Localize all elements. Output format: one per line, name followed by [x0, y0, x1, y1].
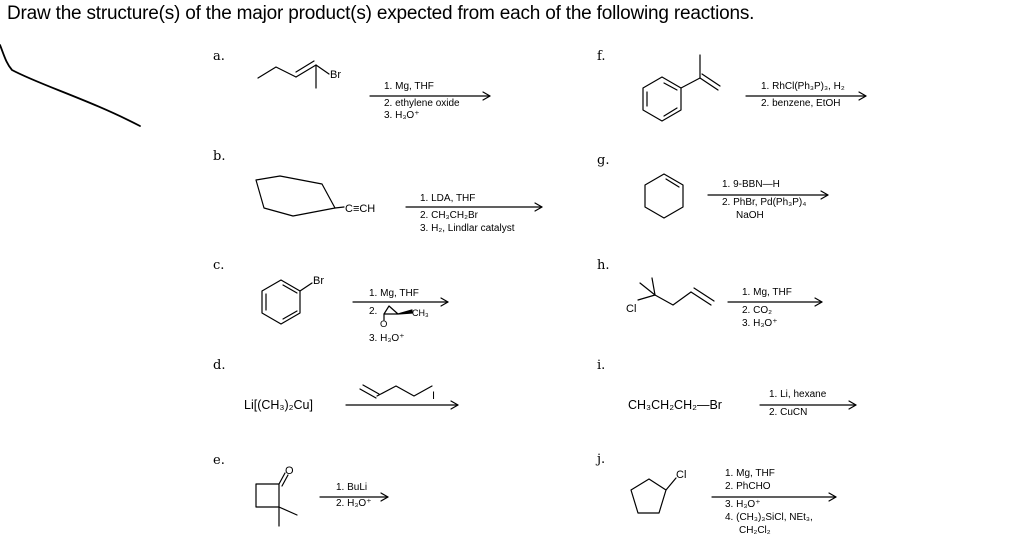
problem-c-letter: c.: [213, 258, 225, 273]
problem-i-condition-1: 1. Li, hexane: [769, 389, 827, 400]
problem-h-condition-2: 2. CO₂: [742, 305, 772, 316]
problem-g-structure: [644, 173, 684, 219]
problem-a-structure: Br: [257, 60, 341, 89]
problem-e-condition-1: 1. BuLi: [336, 482, 368, 493]
problem-j-chlorine-label: Cl: [676, 469, 686, 481]
problem-b-alkyne-label: C≡CH: [345, 203, 375, 215]
problem-h-condition-1: 1. Mg, THF: [742, 287, 792, 298]
problem-c-epoxide: O CH₃: [380, 305, 429, 330]
problem-a-condition-1: 1. Mg, THF: [384, 81, 434, 92]
problem-f-letter: f.: [597, 49, 606, 64]
problem-h-letter: h.: [597, 258, 610, 273]
problem-i-arrow: [759, 400, 857, 410]
problem-e-structure: O: [255, 465, 298, 527]
pen-stroke-mark: [0, 44, 141, 127]
problem-g-condition-1: 1. 9-BBN—H: [722, 179, 780, 190]
problem-d-structure: I: [359, 384, 435, 402]
problem-j-condition-1: 1. Mg, THF: [725, 468, 775, 479]
problem-g-letter: g.: [597, 153, 610, 168]
problem-c-epoxide-oxygen: O: [380, 319, 387, 330]
problem-c-arrow: [352, 297, 449, 307]
problem-i-reactant: CH₃CH₂CH₂—Br: [628, 398, 722, 412]
problem-j-condition-5: CH₂Cl₂: [739, 525, 771, 536]
problem-d-arrow: [345, 400, 459, 410]
problem-c-condition-3: 3. H₃O⁺: [369, 333, 405, 344]
problem-f-condition-1: 1. RhCl(Ph₃P)₃, H₂: [761, 81, 845, 92]
problem-e-arrow: [319, 492, 389, 502]
problem-e-oxygen-label: O: [285, 465, 294, 477]
problem-a-condition-3: 3. H₃O⁺: [384, 110, 420, 121]
problem-j-letter: j.: [597, 452, 606, 467]
problem-h-structure: Cl: [626, 277, 715, 315]
problem-f-structure: [642, 54, 721, 122]
problem-c-bromine-label: Br: [313, 275, 324, 287]
problem-a-bromine-label: Br: [330, 69, 341, 81]
problem-j-condition-2: 2. PhCHO: [725, 481, 771, 492]
problem-b-condition-3: 3. H₂, Lindlar catalyst: [420, 223, 515, 234]
problem-b-arrow: [405, 202, 543, 212]
problem-d-reagent: Li[(CH₃)₂Cu]: [244, 398, 313, 412]
problem-b-structure: C≡CH: [255, 175, 375, 217]
problem-j-condition-4: 4. (CH₃)₃SiCl, NEt₃,: [725, 512, 813, 523]
problem-a-arrow: [369, 91, 491, 101]
problem-i-condition-2: 2. CuCN: [769, 407, 808, 418]
problem-h-condition-3: 3. H₃O⁺: [742, 318, 778, 329]
problem-e-letter: e.: [213, 453, 225, 468]
problem-h-chlorine-label: Cl: [626, 303, 636, 315]
problem-j-condition-3: 3. H₃O⁺: [725, 499, 761, 510]
problem-e-condition-2: 2. H₃O⁺: [336, 498, 372, 509]
problem-g-condition-2: 2. PhBr, Pd(Ph₃P)₄: [722, 197, 807, 208]
problem-b-condition-1: 1. LDA, THF: [420, 193, 476, 204]
page-title: Draw the structure(s) of the major produ…: [7, 3, 755, 24]
problem-g-arrow: [707, 190, 829, 200]
problem-c-methyl-label: CH₃: [412, 308, 429, 318]
problem-g-condition-3: NaOH: [736, 210, 764, 221]
problem-b-condition-2: 2. CH₃CH₂Br: [420, 210, 478, 221]
problem-d-letter: d.: [213, 358, 226, 373]
problem-c-condition-1: 1. Mg, THF: [369, 288, 419, 299]
problem-b-letter: b.: [213, 149, 226, 164]
problem-j-arrow: [711, 492, 837, 502]
problem-d-iodine-label: I: [432, 390, 435, 402]
problem-j-structure: Cl: [630, 469, 686, 514]
problem-h-arrow: [727, 297, 823, 307]
problem-c-condition-2: 2.: [369, 306, 378, 317]
problem-a-condition-2: 2. ethylene oxide: [384, 98, 460, 109]
problem-i-letter: i.: [597, 358, 606, 373]
problem-f-condition-2: 2. benzene, EtOH: [761, 98, 841, 109]
problem-c-structure: Br: [261, 275, 324, 325]
problem-f-arrow: [745, 91, 867, 101]
problem-a-letter: a.: [213, 49, 225, 64]
